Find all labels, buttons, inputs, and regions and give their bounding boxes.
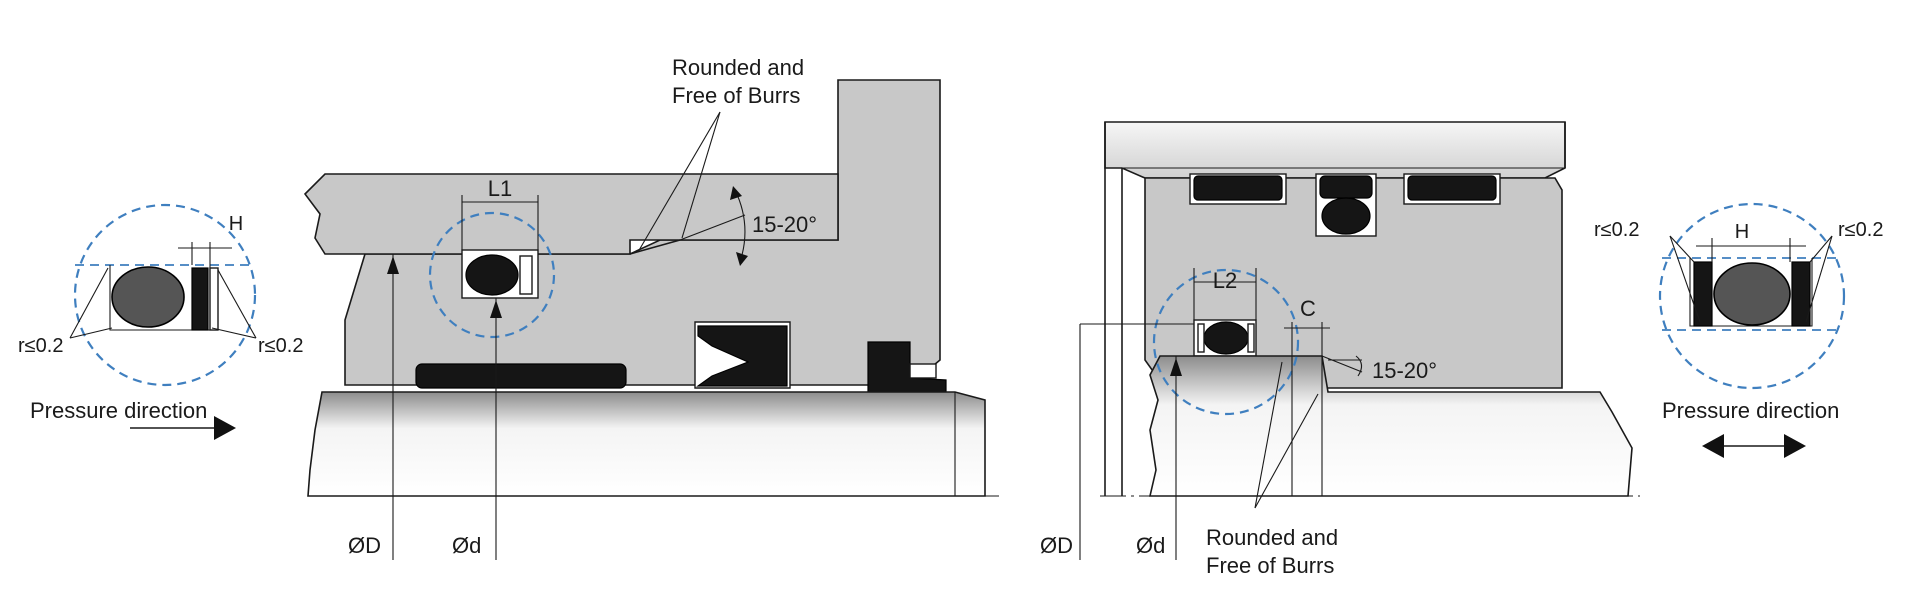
left-wear-band [415, 363, 627, 389]
left-pressure-label: Pressure direction [30, 398, 207, 423]
right-dim-od-label: ØD [1040, 533, 1073, 558]
right-dim-l2-label: L2 [1213, 268, 1237, 293]
right-wear-band-left [1193, 175, 1283, 201]
right-angle-label: 15-20° [1372, 358, 1437, 383]
left-detail-backup-ring [191, 267, 209, 331]
right-dim-c-label: C [1300, 296, 1316, 321]
left-rod [307, 391, 986, 497]
right-radius-right-label: r≤0.2 [1838, 219, 1883, 241]
left-rounded-line2: Free of Burrs [672, 83, 800, 108]
right-inner-oring [1203, 321, 1249, 355]
right-radius-left-label: r≤0.2 [1594, 219, 1639, 241]
right-piston-oring [1321, 197, 1371, 235]
right-pressure-label: Pressure direction [1662, 398, 1839, 423]
right-cylinder-top [1104, 121, 1566, 179]
left-main-assembly: L1 15-20° Rounded and Free of Burrs ØD Ø… [303, 55, 1000, 560]
right-detail-backup-right [1791, 261, 1811, 327]
right-wear-band-right [1407, 175, 1497, 201]
right-rounded-line1: Rounded and [1206, 525, 1338, 550]
left-oring [465, 254, 519, 296]
right-detail-oring [1713, 262, 1791, 326]
left-dim-od-label: ØD [348, 533, 381, 558]
right-pressure-arrowhead-right [1784, 434, 1806, 458]
left-pressure-arrowhead [214, 416, 236, 440]
left-backup-ring [519, 255, 533, 295]
left-dim-l1-label: L1 [488, 176, 512, 201]
left-rounded-line1: Rounded and [672, 55, 804, 80]
right-detail-view: H r≤0.2 r≤0.2 Pressure direction [1594, 202, 1883, 458]
left-detail-circle [73, 203, 257, 387]
right-detail-backup-left [1693, 261, 1713, 327]
left-detail-view: H r≤0.2 r≤0.2 Pressure direction [18, 203, 303, 440]
left-radius-right-label: r≤0.2 [258, 335, 303, 357]
right-dim-h-label: H [1735, 221, 1749, 243]
left-dim-id-label: Ød [452, 533, 481, 558]
right-main-detail-circle [1152, 268, 1300, 416]
left-radius-left-label: r≤0.2 [18, 335, 63, 357]
left-u-cup-seal [696, 325, 788, 387]
left-dim-h-label: H [229, 213, 243, 235]
left-detail-gap [209, 267, 219, 331]
left-angle-label: 15-20° [752, 212, 817, 237]
right-detail-circle [1658, 202, 1846, 390]
right-main-assembly: L2 C 15-20° ØD Ød Rounded and Free of Bu… [1040, 121, 1640, 578]
right-dim-id-label: Ød [1136, 533, 1165, 558]
right-rounded-line2: Free of Burrs [1206, 553, 1334, 578]
left-main-detail-circle [428, 211, 556, 339]
right-piston-seal-ring [1319, 175, 1373, 199]
left-detail-oring [111, 266, 185, 328]
right-pressure-arrowhead-left [1702, 434, 1724, 458]
